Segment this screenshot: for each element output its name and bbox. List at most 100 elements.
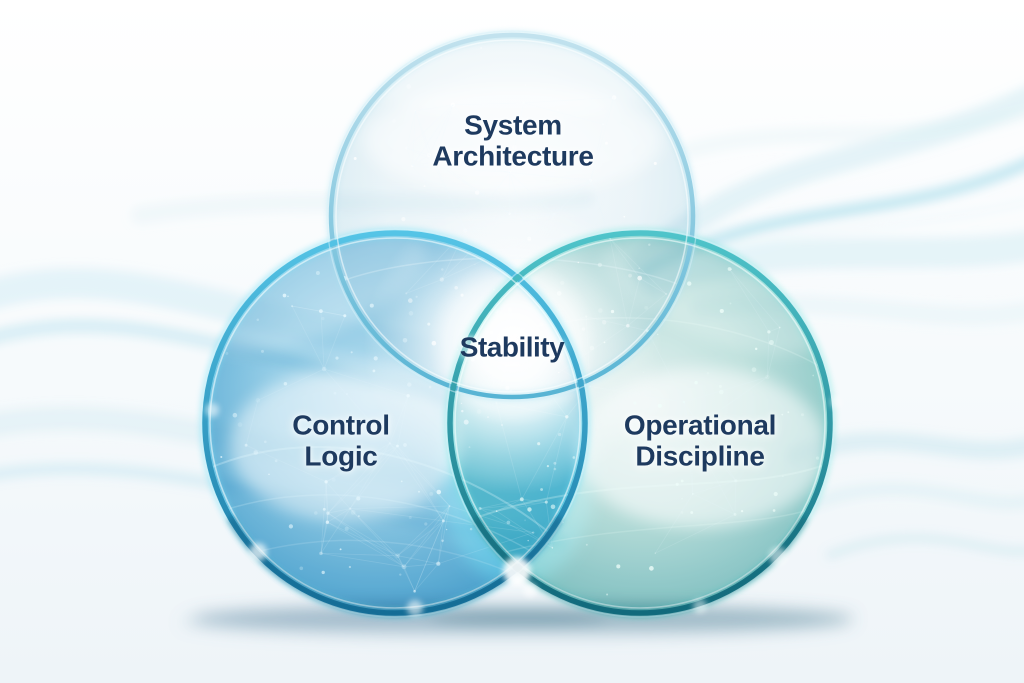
constellation-line — [683, 401, 737, 481]
star-dot — [507, 170, 512, 175]
star-dot — [441, 539, 444, 543]
star-dot — [445, 528, 448, 531]
star-dot — [665, 464, 667, 466]
star-dot — [585, 543, 588, 546]
star-dot — [680, 479, 684, 483]
star-dot — [321, 316, 325, 321]
star-dot — [283, 381, 288, 386]
star-dot — [325, 520, 330, 524]
star-dot — [436, 489, 442, 495]
constellation-line — [415, 104, 453, 112]
star-dot — [687, 281, 692, 286]
constellation-line — [767, 331, 770, 378]
star-dot — [319, 309, 323, 313]
constellation-line — [291, 305, 325, 370]
constellation-line — [523, 102, 604, 125]
star-dot — [450, 102, 456, 108]
constellation-line — [654, 493, 694, 554]
star-dot — [801, 413, 804, 417]
star-dot — [333, 391, 337, 395]
star-dot — [751, 367, 757, 373]
star-dot — [321, 366, 327, 372]
star-dot — [350, 510, 356, 515]
star-dot — [348, 565, 352, 569]
constellation-line — [403, 563, 439, 568]
star-dot — [413, 589, 416, 593]
star-dot — [532, 531, 535, 534]
star-dot — [765, 374, 770, 380]
star-dot — [768, 340, 774, 345]
constellation-line — [350, 508, 444, 522]
star-dot — [679, 428, 681, 430]
constellation-line — [257, 368, 325, 401]
star-dot — [263, 440, 267, 444]
constellation-line — [323, 368, 391, 444]
star-dot — [429, 491, 434, 496]
constellation-line — [325, 442, 391, 483]
constellation-line — [509, 102, 524, 173]
constellation-line — [480, 498, 522, 509]
star-dot — [727, 267, 732, 271]
star-dot — [441, 519, 445, 523]
constellation-line — [406, 147, 435, 163]
star-dot — [423, 185, 426, 188]
constellation-line — [320, 553, 405, 568]
constellation-line — [729, 268, 781, 328]
constellation-line — [434, 161, 510, 173]
star-dot — [274, 459, 278, 463]
star-dot — [469, 527, 473, 531]
constellation-line — [412, 110, 416, 167]
constellation-line — [729, 268, 770, 333]
star-dot — [399, 573, 402, 576]
star-dot — [690, 511, 694, 514]
constellation-line — [683, 376, 768, 403]
star-dot — [237, 422, 243, 427]
constellation-line — [734, 480, 737, 515]
constellation-line — [397, 445, 444, 522]
star-dot — [288, 524, 294, 529]
constellation-line — [327, 512, 405, 568]
star-dot — [436, 561, 441, 566]
star-dot — [256, 318, 260, 321]
constellation-line — [327, 521, 398, 557]
star-dot — [730, 268, 732, 270]
constellation-line — [496, 498, 522, 512]
star-dot — [778, 326, 781, 329]
constellation-line — [397, 520, 444, 557]
star-dot — [611, 95, 617, 100]
star-dot — [244, 443, 248, 447]
constellation-line — [325, 481, 351, 509]
star-dot — [350, 351, 353, 354]
star-dot — [681, 498, 683, 500]
star-dot — [524, 519, 527, 522]
star-dot — [772, 509, 776, 512]
constellation-line — [320, 553, 398, 557]
constellation-line — [320, 311, 325, 370]
star-dot — [261, 349, 264, 353]
constellation-line — [428, 154, 435, 163]
constellation-line — [406, 147, 413, 167]
constellation-line — [406, 110, 416, 149]
constellation-line — [683, 401, 694, 494]
constellation-line — [403, 566, 415, 592]
star-dot — [356, 496, 361, 501]
star-dot — [345, 392, 349, 396]
star-dot — [253, 450, 259, 455]
star-dot — [648, 243, 651, 246]
constellation-line — [245, 444, 327, 483]
constellation-line — [320, 481, 327, 554]
constellation-line — [415, 110, 435, 162]
star-dot — [400, 480, 403, 483]
star-dot — [719, 389, 724, 395]
constellation-line — [443, 505, 450, 522]
constellation-line — [480, 501, 547, 509]
constellation-line — [325, 445, 398, 483]
constellation-line — [349, 445, 398, 509]
constellation-line — [690, 430, 694, 494]
star-dot — [616, 564, 621, 569]
star-dot — [480, 46, 483, 50]
star-dot — [524, 84, 526, 86]
star-dot — [405, 146, 409, 150]
star-dot — [268, 473, 270, 476]
